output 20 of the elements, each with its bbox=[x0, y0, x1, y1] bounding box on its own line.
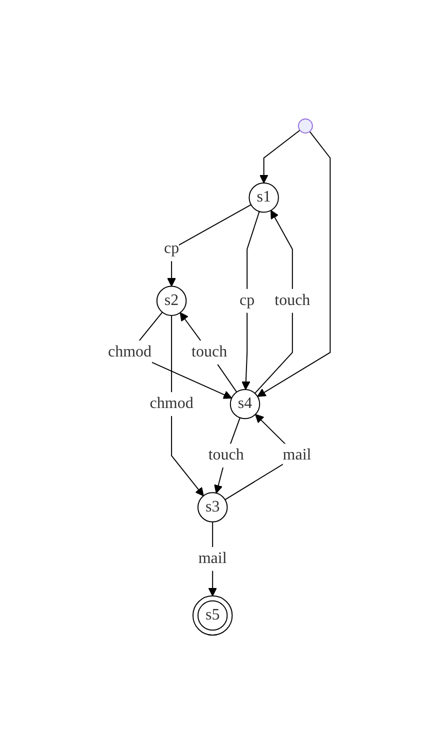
edge-label: chmod bbox=[150, 394, 194, 412]
edge-label: cp bbox=[239, 292, 255, 309]
node-circle: s5 bbox=[192, 595, 233, 636]
node-circle: s4 bbox=[230, 388, 260, 420]
arrow bbox=[257, 130, 331, 397]
edge-label: mail bbox=[198, 550, 227, 567]
edge-label: touch bbox=[191, 343, 227, 360]
edge-label: mail bbox=[282, 446, 312, 464]
edge-label: chmod bbox=[108, 343, 152, 360]
arrow bbox=[167, 204, 252, 287]
node-circle: s3 bbox=[197, 492, 228, 522]
arrow bbox=[180, 312, 238, 392]
arrow bbox=[259, 130, 300, 184]
edge-label: touch bbox=[208, 446, 244, 464]
node-circle: s2 bbox=[156, 286, 187, 316]
node-circle bbox=[298, 118, 313, 134]
arrow bbox=[241, 210, 260, 390]
node-circle: s1 bbox=[248, 182, 279, 213]
edge-label: cp bbox=[164, 240, 180, 258]
edge-label: touch bbox=[274, 292, 310, 309]
